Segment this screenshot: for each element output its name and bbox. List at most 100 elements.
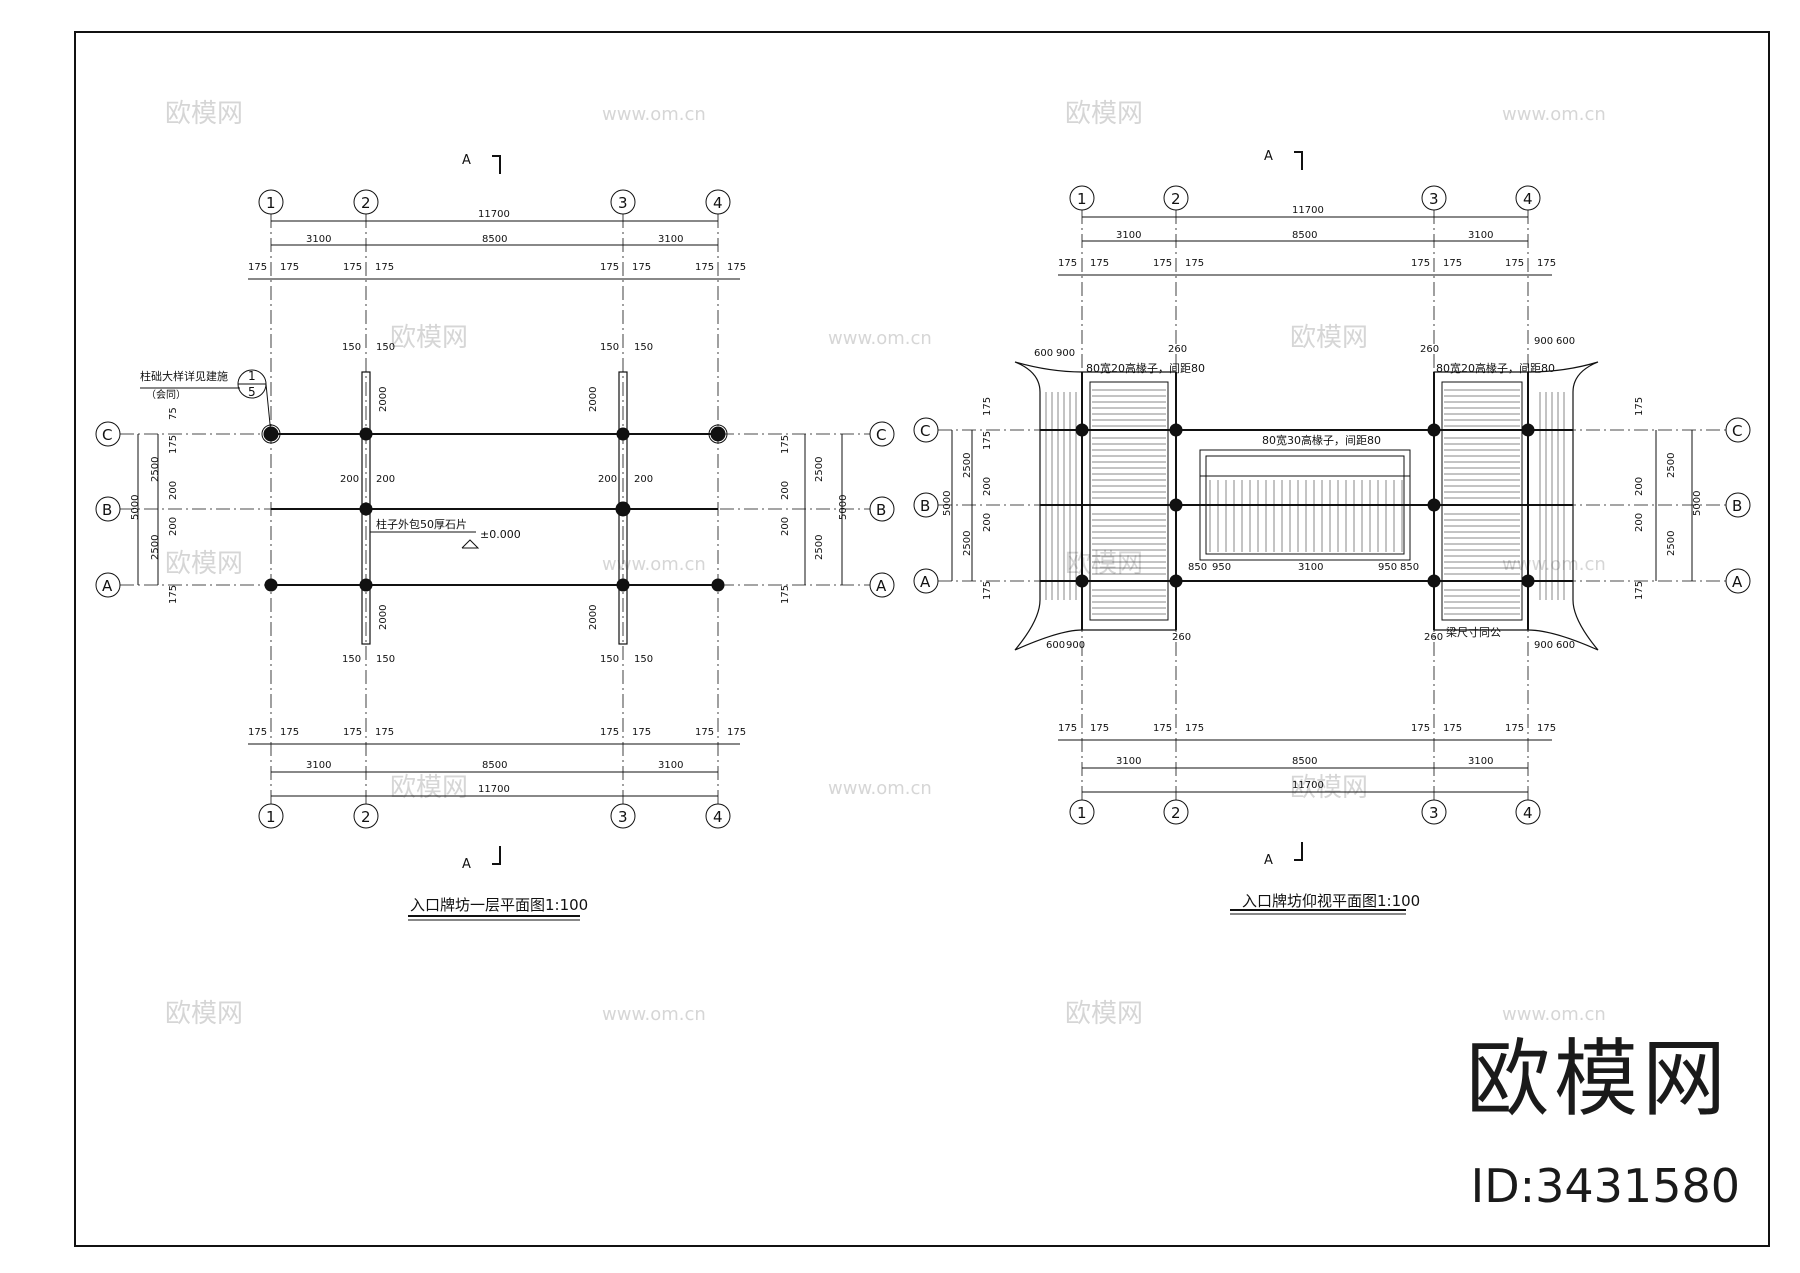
dim-small: 950	[1212, 562, 1231, 573]
left-columns	[263, 426, 726, 592]
dim-wall: 2000	[588, 605, 599, 630]
axis-label: 3	[1429, 804, 1439, 822]
dim-small: 200	[982, 513, 993, 532]
axis-label: C	[920, 422, 930, 440]
watermark-url: www.om.cn	[828, 328, 932, 349]
axis-label: 3	[618, 194, 628, 212]
watermark-url: www.om.cn	[1502, 1004, 1606, 1025]
axis-label: C	[1732, 422, 1742, 440]
dim-col: 175	[632, 727, 651, 738]
dim-small: 150	[600, 654, 619, 665]
dim-small: 200	[168, 517, 179, 536]
axis-label: A	[1732, 573, 1743, 591]
note-rafter-right: 80宽20高椽子，间距80	[1436, 361, 1555, 375]
watermark-text: 欧模网	[165, 999, 243, 1029]
axis-label: B	[1732, 497, 1742, 515]
right-columns	[1075, 423, 1535, 588]
watermark-layer: 欧模网 www.om.cn 欧模网 www.om.cn 欧模网 www.om.c…	[165, 99, 1606, 1029]
watermark-text: 欧模网	[1290, 773, 1368, 803]
dim-small: 600	[1034, 348, 1053, 359]
dim-small: 850	[1400, 562, 1419, 573]
dim-small: 600	[1556, 640, 1575, 651]
axis-label: 2	[1171, 190, 1181, 208]
dim-small: 900	[1534, 640, 1553, 651]
watermark-text: 欧模网	[1290, 323, 1368, 353]
dim-total-row: 5000	[942, 491, 953, 516]
watermark-text: 欧模网	[1065, 999, 1143, 1029]
dim-total-row: 5000	[1692, 491, 1703, 516]
dim-col: 175	[982, 397, 993, 416]
dim-small: 200	[780, 517, 791, 536]
dim-col: 175	[1058, 258, 1077, 269]
dim-row: 2500	[814, 535, 825, 560]
dim-col: 175	[727, 262, 746, 273]
dim-row: 2500	[1666, 531, 1677, 556]
dim-small: 260	[1424, 632, 1443, 643]
dim-col: 175	[780, 585, 791, 604]
watermark-url: www.om.cn	[1502, 104, 1606, 125]
model-id-label: ID:3431580	[1470, 1159, 1740, 1213]
axis-label: 4	[1523, 804, 1533, 822]
axis-label: 4	[1523, 190, 1533, 208]
dim-col: 175	[1185, 723, 1204, 734]
dim-small: 150	[634, 342, 653, 353]
axis-label: 3	[618, 808, 628, 826]
dim-col: 175	[1090, 258, 1109, 269]
watermark-text: 欧模网	[165, 99, 243, 129]
dim-col: 175	[1505, 723, 1524, 734]
dim-small: 200	[1634, 477, 1645, 496]
dim-wall: 2000	[588, 387, 599, 412]
dim-row: 2500	[150, 457, 161, 482]
dim-bay: 3100	[658, 760, 683, 771]
dim-overall: 11700	[1292, 205, 1324, 216]
dim-small: 200	[376, 474, 395, 485]
dim-col: 175	[982, 581, 993, 600]
dim-bay: 8500	[482, 234, 507, 245]
elevation-mark: ±0.000	[480, 528, 521, 541]
dim-col: 175	[248, 727, 267, 738]
dim-col: 175	[727, 727, 746, 738]
dim-small: 200	[634, 474, 653, 485]
dim-small: 900	[1056, 348, 1075, 359]
dim-small: 200	[1634, 513, 1645, 532]
note-rafter-mid: 80宽30高椽子，间距80	[1262, 433, 1381, 447]
axis-label: 1	[266, 194, 276, 212]
axis-label: B	[102, 501, 112, 519]
dim-overall: 11700	[478, 784, 510, 795]
dim-col: 175	[343, 727, 362, 738]
dim-col: 175	[1505, 258, 1524, 269]
axis-label: C	[876, 426, 886, 444]
dim-col: 175	[982, 431, 993, 450]
dim-wall: 2000	[378, 605, 389, 630]
dim-col: 175	[375, 262, 394, 273]
section-mark-top: A	[1264, 149, 1273, 164]
watermark-url: www.om.cn	[602, 104, 706, 125]
dim-col: 175	[280, 727, 299, 738]
dim-small: 3100	[1298, 562, 1323, 573]
dim-col: 175	[695, 727, 714, 738]
dim-row: 2500	[150, 535, 161, 560]
dim-col: 175	[600, 262, 619, 273]
dim-bay: 3100	[1468, 756, 1493, 767]
axis-label: B	[876, 501, 886, 519]
note-detail: 柱础大样详见建施	[140, 369, 228, 383]
dim-bay: 3100	[1468, 230, 1493, 241]
dim-row: 2500	[962, 453, 973, 478]
axis-label: 1	[1077, 190, 1087, 208]
dim-small: 260	[1420, 344, 1439, 355]
dim-col: 175	[1443, 258, 1462, 269]
axis-label: 1	[266, 808, 276, 826]
dim-col: 175	[1058, 723, 1077, 734]
dim-col: 175	[1153, 723, 1172, 734]
axis-label: 4	[713, 808, 723, 826]
dim-small: 150	[342, 654, 361, 665]
dim-small: 150	[376, 654, 395, 665]
axis-label: A	[876, 577, 887, 595]
dim-bay: 8500	[1292, 230, 1317, 241]
dim-col: 175	[1411, 723, 1430, 734]
right-axes-side: C B A C B A	[913, 417, 1751, 594]
right-plan-title: 入口牌坊仰视平面图1:100	[1242, 892, 1420, 910]
dim-small: 600	[1556, 336, 1575, 347]
dim-small: 200	[168, 481, 179, 500]
